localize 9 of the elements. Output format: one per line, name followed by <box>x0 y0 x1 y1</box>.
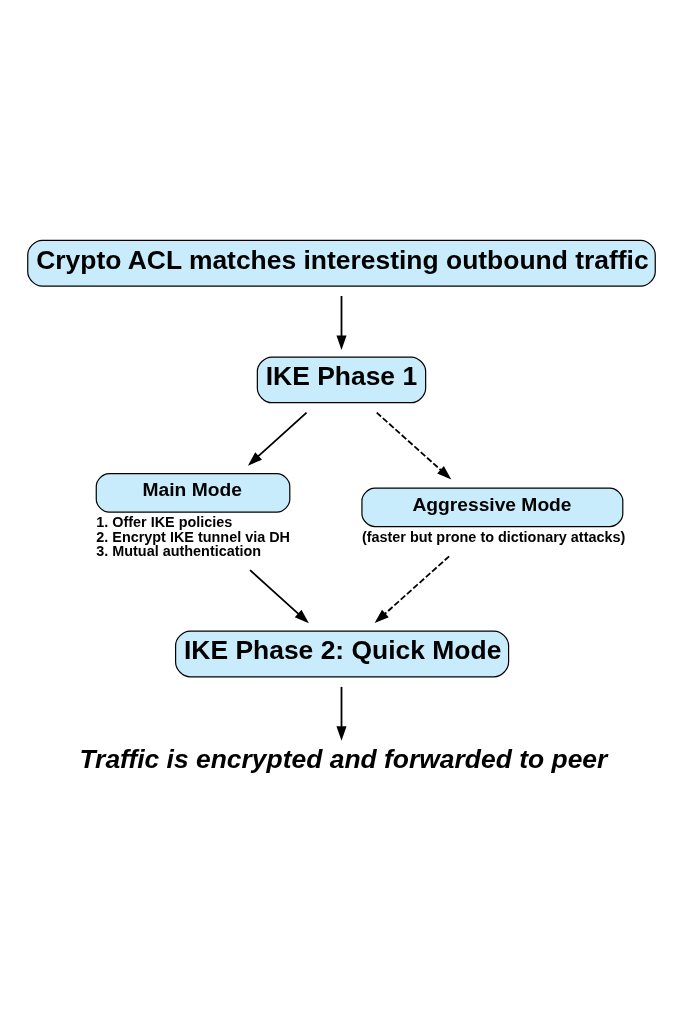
node-label: 1. Offer IKE policies <box>96 513 233 530</box>
arrow <box>375 411 452 479</box>
arrow <box>374 554 450 623</box>
arrow <box>336 294 347 350</box>
arrow <box>247 411 308 466</box>
arrow <box>249 568 309 623</box>
node-label: (faster but prone to dictionary attacks) <box>361 528 626 545</box>
node-text: Traffic is encrypted and forwarded to peer <box>79 743 608 774</box>
arrow <box>336 685 347 741</box>
